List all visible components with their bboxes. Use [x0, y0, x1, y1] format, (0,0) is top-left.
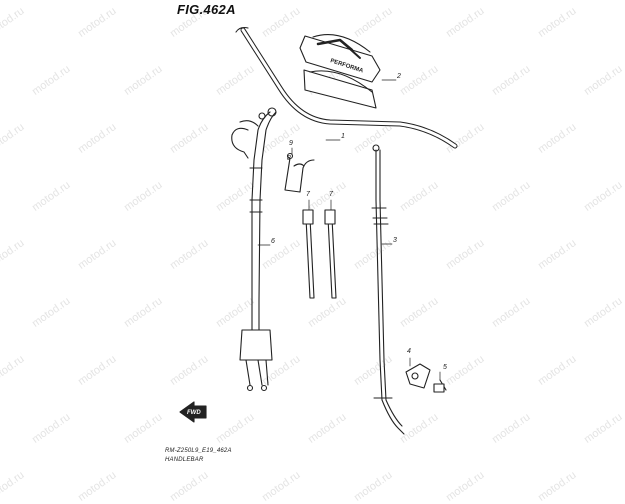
- handlebar-part: [235, 26, 458, 149]
- callout-5: 5: [443, 364, 447, 371]
- callout-6: 6: [271, 238, 275, 245]
- callout-leaders: [257, 79, 441, 381]
- clutch-cable-part: [371, 144, 405, 435]
- cable-bracket-part: [405, 363, 447, 391]
- callout-7b: 7: [329, 191, 333, 198]
- bolt-part: [433, 383, 445, 393]
- forward-label: FWD: [187, 410, 201, 416]
- exploded-drawing: PERFORMA FWD: [179, 26, 458, 435]
- cable-guide-part: [284, 152, 315, 193]
- callout-4: 4: [407, 348, 411, 355]
- watermark-text: motod.ru: [75, 469, 119, 504]
- callout-9: 9: [289, 140, 293, 147]
- throttle-cable-part: [231, 107, 277, 392]
- cable-tie-part: [302, 209, 337, 299]
- callout-8: 8: [287, 155, 291, 162]
- footer-code: RM-Z250L9_E19_462A: [165, 448, 232, 454]
- callout-2: 2: [397, 73, 401, 80]
- callout-3: 3: [393, 237, 397, 244]
- watermark-text: motod.ru: [0, 469, 27, 504]
- figure-title: FIG.462A: [177, 2, 236, 17]
- footer-name: HANDLEBAR: [165, 457, 204, 463]
- crossbar-pad-part: [299, 34, 381, 109]
- watermark-text: motod.ru: [351, 469, 395, 504]
- watermark-text: motod.ru: [167, 469, 211, 504]
- watermark-text: motod.ru: [259, 469, 303, 504]
- watermark-text: motod.ru: [535, 469, 579, 504]
- callout-7a: 7: [306, 191, 310, 198]
- forward-arrow-icon: [179, 401, 207, 423]
- callout-1: 1: [341, 133, 345, 140]
- watermark-text: motod.ru: [443, 469, 487, 504]
